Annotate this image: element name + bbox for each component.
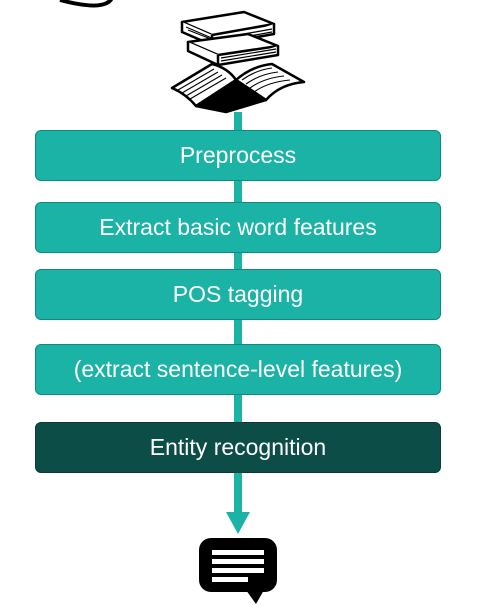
connector-books-to-step1	[234, 112, 242, 132]
step-preprocess: Preprocess	[35, 130, 441, 181]
connector-step3-to-step4	[234, 318, 242, 346]
step-extract-sentence-level-features: (extract sentence-level features)	[35, 344, 441, 395]
corner-arc-fragment	[59, 0, 113, 8]
step-extract-basic-word-features: Extract basic word features	[35, 202, 441, 253]
connector-step1-to-step2	[234, 180, 242, 204]
step-entity-recognition: Entity recognition	[35, 422, 441, 473]
step-label: Extract basic word features	[99, 214, 377, 240]
step-label: Entity recognition	[149, 434, 327, 460]
arrow-head-icon	[226, 512, 250, 534]
document-message-icon	[199, 538, 277, 604]
connector-step5-to-output	[234, 472, 242, 514]
step-pos-tagging: POS tagging	[35, 269, 441, 320]
step-label: Preprocess	[179, 142, 297, 168]
connector-step4-to-step5	[234, 394, 242, 424]
books-icon	[170, 10, 306, 114]
step-label: (extract sentence-level features)	[73, 356, 403, 382]
connector-step2-to-step3	[234, 252, 242, 272]
step-label: POS tagging	[172, 281, 304, 307]
